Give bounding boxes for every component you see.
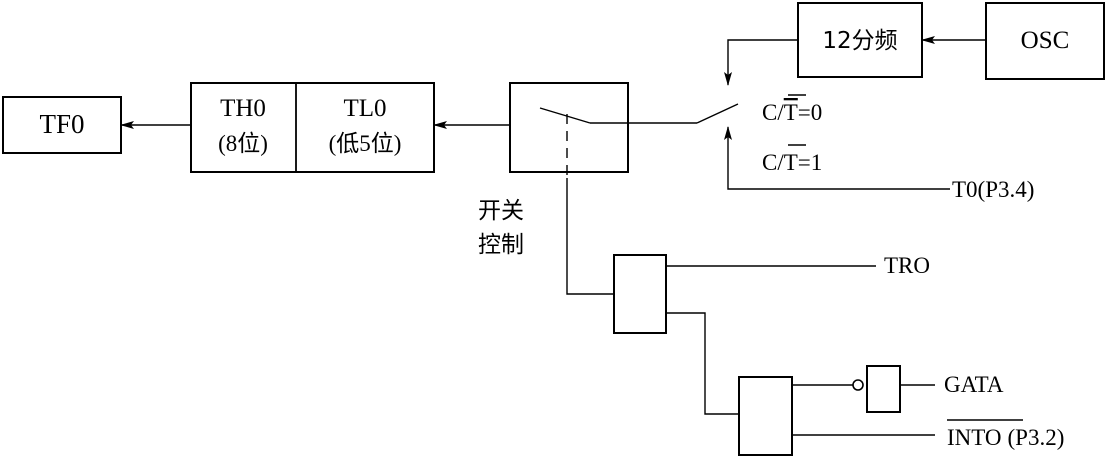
tr0-label: TRO — [884, 253, 930, 278]
gata-label: GATA — [944, 372, 1004, 397]
gata-not-gate — [866, 365, 901, 413]
switch-blade — [539, 107, 591, 124]
gate-output-to-switch-line — [566, 178, 614, 295]
divider-label: 12分频 — [822, 28, 897, 54]
th0-label: TH0 — [220, 95, 266, 122]
tr0-and-gate — [613, 254, 667, 334]
switch-control-label-line1: 开关 — [478, 198, 524, 224]
ct-selector-switch — [696, 103, 739, 124]
ct-eq-1-label: C/T=1 — [762, 150, 822, 175]
t0-pin-label: T0(P3.4) — [952, 177, 1034, 202]
th0-tl0-register: TH0 (8位) TL0 (低5位) — [190, 82, 435, 173]
divide-by-12-box: 12分频 — [797, 2, 923, 78]
ct-eq-0-label: C/T=0 — [762, 100, 822, 125]
tf0-label: TF0 — [39, 109, 84, 139]
or-gate-to-and-gate-line — [666, 312, 739, 415]
t0-pin-to-switch-arrow — [724, 126, 950, 190]
tl0-bits-label: (低5位) — [329, 131, 402, 156]
switch-control-label-line2: 控制 — [478, 232, 524, 258]
switch-control-box — [509, 82, 697, 178]
oscillator-box: OSC — [985, 2, 1105, 80]
tf0-flag-box: TF0 — [2, 96, 122, 154]
osc-label: OSC — [1021, 27, 1070, 54]
gata-int0-or-gate — [738, 376, 793, 456]
int0-label: INTO(P3.2) — [947, 425, 1064, 450]
th0-bits-label: (8位) — [218, 131, 268, 156]
inverter-bubble — [852, 379, 864, 391]
tl0-label: TL0 — [343, 95, 386, 122]
divider-to-switch-arrow — [724, 39, 798, 86]
